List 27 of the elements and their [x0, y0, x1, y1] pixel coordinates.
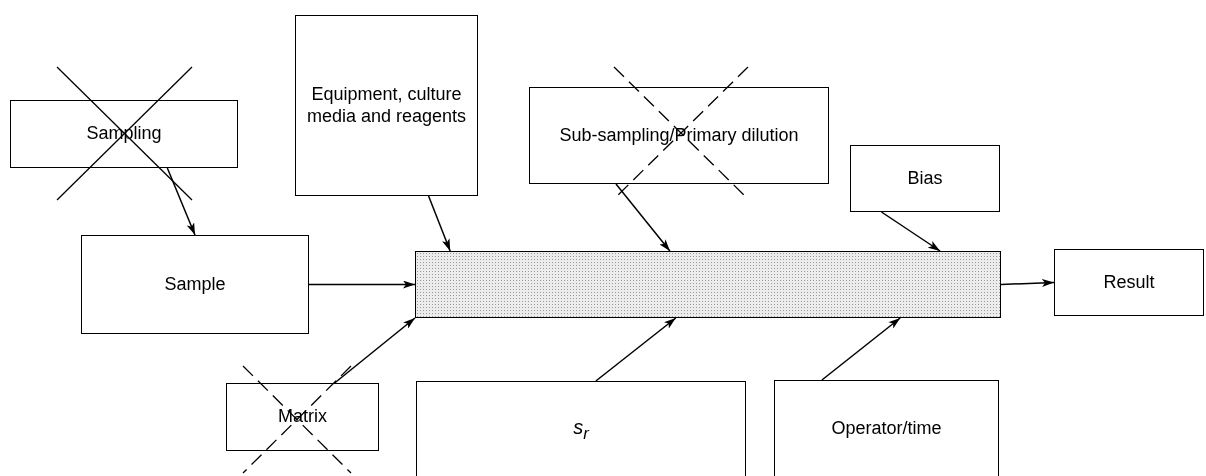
- process-box: [295, 15, 478, 196]
- process-box: [850, 145, 1000, 212]
- process-box: [81, 235, 309, 334]
- arrow: [880, 211, 941, 252]
- process-bar: [415, 251, 1001, 318]
- arrow: [595, 317, 677, 382]
- process-box: [416, 381, 746, 476]
- process-box: [1054, 249, 1204, 316]
- process-box: [529, 87, 829, 184]
- box-label: Operator/time: [830, 417, 943, 440]
- box-label: s$_{r}$: [572, 415, 591, 444]
- process-box: [226, 383, 379, 451]
- arrow: [333, 317, 416, 384]
- arrow: [821, 317, 901, 381]
- arrow: [427, 195, 451, 252]
- box-label: Sample: [163, 273, 227, 296]
- arrow: [166, 167, 196, 236]
- arrow: [308, 280, 416, 289]
- process-box: [774, 380, 999, 476]
- arrow: [615, 183, 671, 252]
- box-label: Bias: [906, 167, 944, 190]
- arrow: [1000, 278, 1055, 287]
- box-label: Matrix: [277, 406, 328, 428]
- box-label: Equipment, culture media and reagents: [305, 83, 468, 128]
- process-box: [10, 100, 238, 168]
- box-label: Sub-sampling/Primary dilution: [558, 124, 800, 147]
- box-label: Result: [1102, 271, 1156, 294]
